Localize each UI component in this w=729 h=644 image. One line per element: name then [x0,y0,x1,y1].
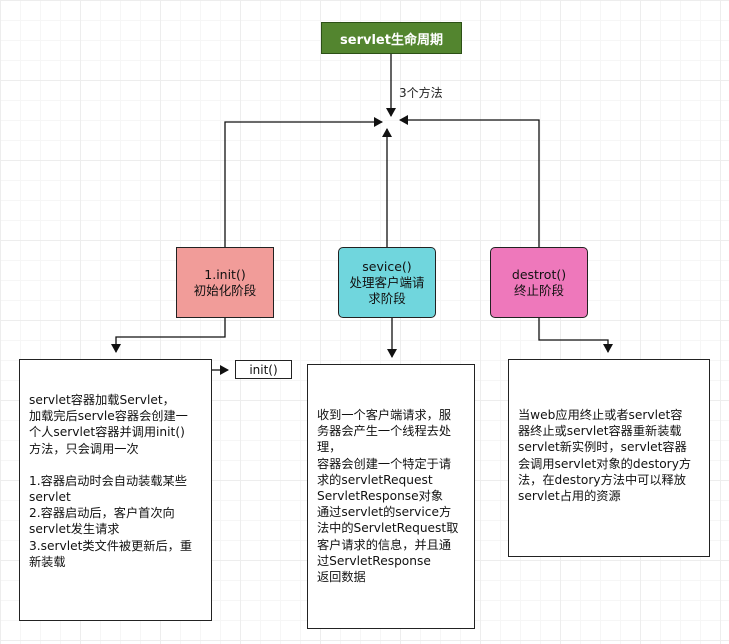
note-line: 通过servlet的service方 [317,505,452,520]
note-line: 3.servlet类文件被更新后，重 [29,538,193,553]
note-line: 过ServletResponse [317,553,431,568]
init-method-tag-text: init() [249,362,278,377]
service-stage-desc-2: 求阶段 [368,290,406,306]
init-to-hub-arrow [224,117,383,247]
note-line: servlet发生请求 [29,522,120,537]
note-line: servlet容器加载Servlet， [29,393,175,407]
destroy-to-hub-arrow [399,115,540,247]
note-line: 求的servletRequest [317,472,433,487]
destroy-to-note-arrow [538,318,613,353]
note-line: ServletResponse对象 [317,489,444,504]
note-line: 新装载 [29,554,66,569]
service-note-box: 收到一个客户端请求，服 务器会产生一个线程去处 理， 容器会创建一个特定于请 求… [307,364,475,629]
note-line: 容器会创建一个特定于请 [317,456,452,471]
note-line: 1.容器启动时会自动装载某些 [29,473,187,488]
init-to-note-arrow [111,318,226,353]
init-method-tag: init() [235,360,292,379]
destroy-note-box: 当web应用终止或者servlet容 器终止或servlet容器重新装载 ser… [508,359,710,557]
note-line: 法，在destory方法中可以释放 [518,472,686,487]
destroy-stage-box: destrot() 终止阶段 [490,247,588,318]
title-box: servlet生命周期 [321,22,462,54]
init-stage-box: 1.init() 初始化阶段 [176,247,274,318]
init-note-box: servlet容器加载Servlet， 加载完后servle容器会创建一 个人s… [19,359,212,621]
note-line: 2.容器启动后，客户首次向 [29,506,175,521]
destroy-stage-desc: 终止阶段 [513,282,564,298]
note-line: 加载完后servle容器会创建一 [29,409,188,424]
service-stage-method: sevice() [362,258,412,274]
init-stage-desc: 初始化阶段 [193,282,257,298]
note-line: 法中的ServletRequest取 [317,521,459,536]
note-line: 个人servlet容器并调用init() [29,425,185,440]
service-stage-box: sevice() 处理客户端请 求阶段 [338,247,436,318]
title-text: servlet生命周期 [340,32,443,48]
note-blank-line [29,457,202,473]
note-line: 会调用servlet对象的destory方 [518,456,692,471]
service-stage-desc-1: 处理客户端请 [349,274,425,290]
init-stage-method: 1.init() [204,266,246,282]
note-line: 理， [317,440,342,455]
note-line: 务器会产生一个线程去处 [317,424,452,439]
methods-label: 3个方法 [399,86,443,100]
destroy-stage-method: destrot() [511,266,567,282]
note-line: servlet占用的资源 [518,489,621,504]
note-line: 客户请求的信息，并且通 [317,537,452,552]
note-line: 器终止或servlet容器重新装载 [518,424,682,439]
note-line: 当web应用终止或者servlet容 [518,408,683,422]
note-line: servlet新实例时，servlet容器 [518,440,687,455]
note-line: servlet [29,490,71,505]
note-line: 返回数据 [317,570,366,585]
note-line: 方法，只会调用一次 [29,441,139,456]
note-line: 收到一个客户端请求，服 [317,408,452,422]
